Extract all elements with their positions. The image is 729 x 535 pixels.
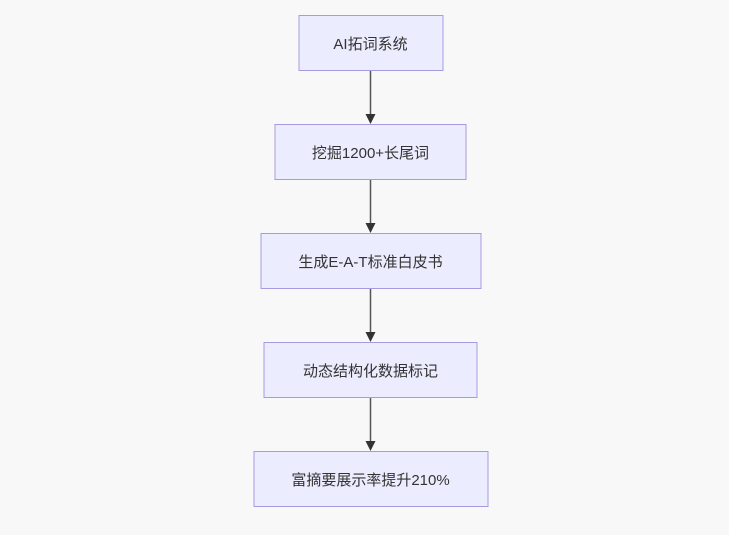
arrow-down-icon	[365, 289, 376, 342]
flow-node-structured-data-markup: 动态结构化数据标记	[263, 342, 478, 398]
flow-node-label: 动态结构化数据标记	[302, 362, 438, 380]
flow-node-ai-keyword-system: AI拓词系统	[298, 15, 443, 71]
flow-node-label: 富摘要展示率提升210%	[291, 471, 450, 489]
arrow-down-icon	[365, 71, 376, 124]
flow-node-longtail-mining: 挖掘1200+长尾词	[274, 124, 467, 180]
arrow-down-icon	[365, 398, 376, 451]
flowchart: AI拓词系统 挖掘1200+长尾词 生成E-A-T标准白皮书 动态结构化数据标记…	[253, 0, 488, 507]
flow-node-label: 挖掘1200+长尾词	[311, 144, 430, 162]
flow-node-eat-whitepaper: 生成E-A-T标准白皮书	[260, 233, 481, 289]
flow-node-label: AI拓词系统	[333, 35, 408, 53]
flow-node-label: 生成E-A-T标准白皮书	[298, 253, 443, 271]
flow-node-rich-snippet-result: 富摘要展示率提升210%	[253, 451, 488, 507]
arrow-down-icon	[365, 180, 376, 233]
